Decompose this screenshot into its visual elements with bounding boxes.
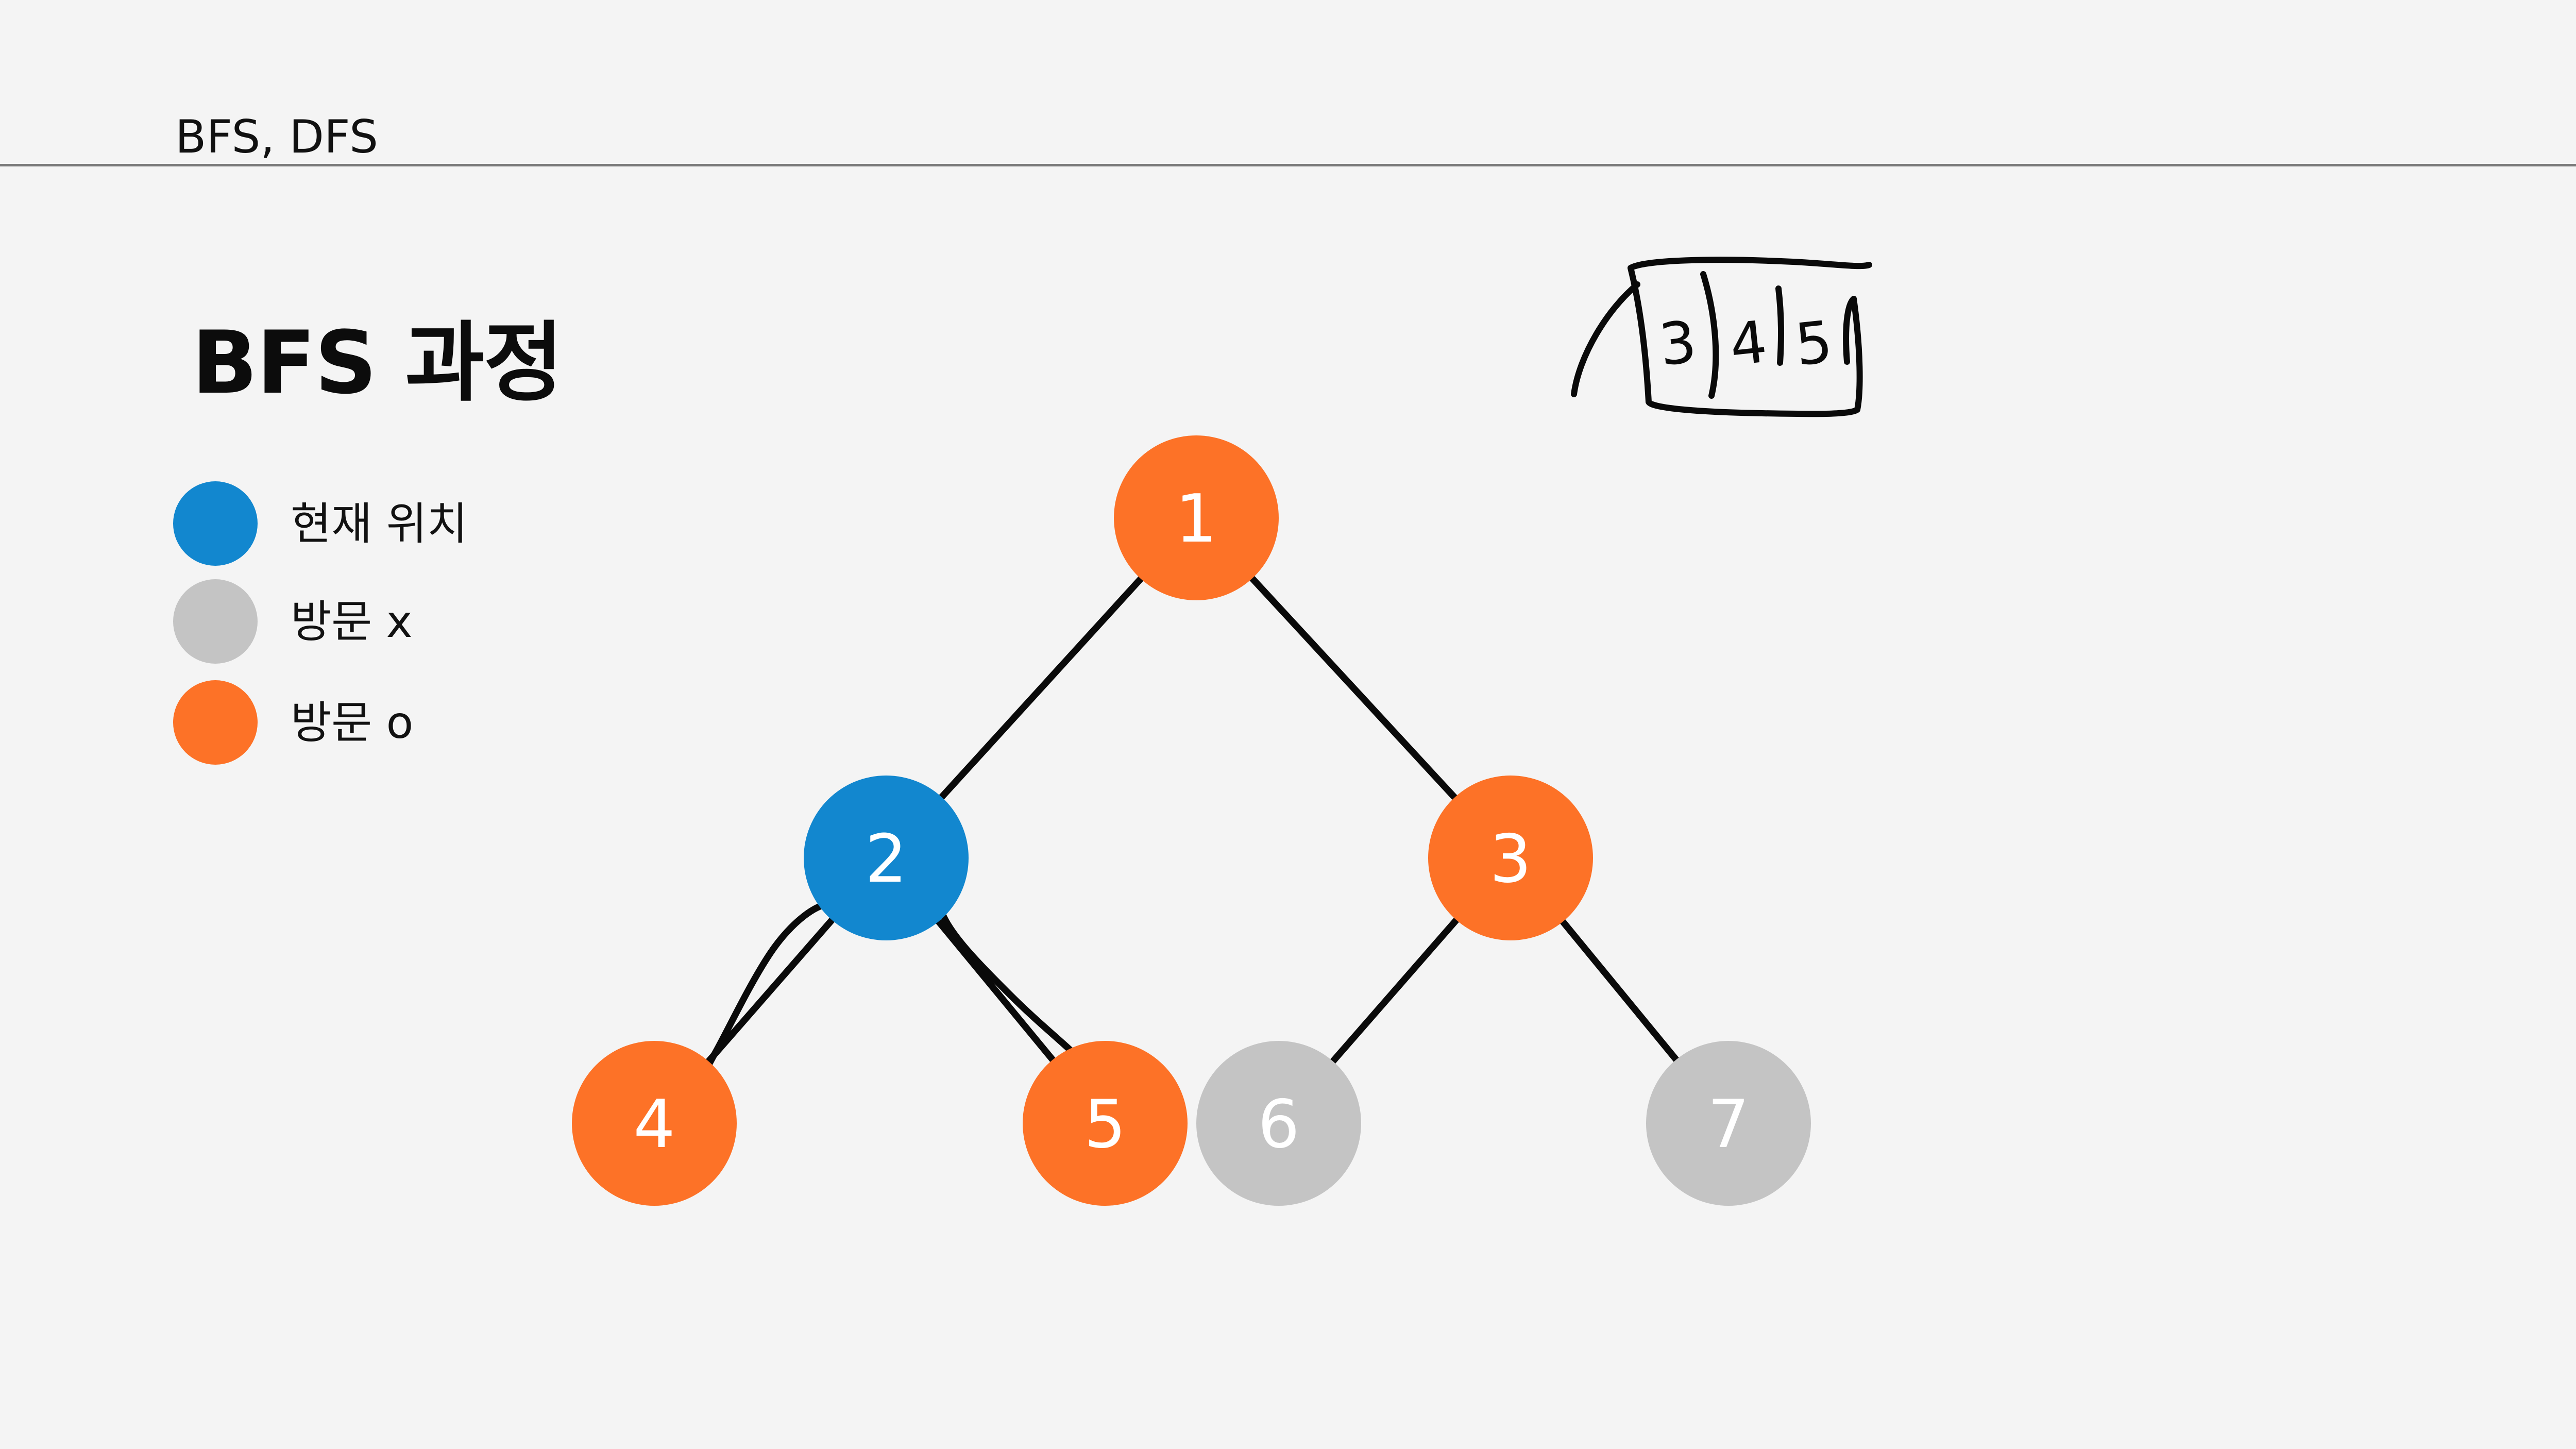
node-label-7: 7 [1707,1086,1749,1163]
tree-node-7: 7 [1646,1041,1811,1206]
queue-sketch-digit: 4 [1726,309,1770,379]
node-circle-3 [1428,776,1593,940]
queue-sketch-hook [1571,281,1640,397]
queue-sketch-box [1628,257,1872,417]
tree-node-4: 4 [572,1041,737,1206]
queue-sketch-divider-3 [1843,296,1857,365]
tree-node-5: 5 [1023,1041,1188,1206]
node-circle-1 [1114,435,1279,600]
legend-dot-unvisited [173,579,258,664]
node-label-4: 4 [633,1086,675,1163]
node-circle-6 [1196,1041,1361,1206]
queue-sketch-divider-2 [1775,285,1784,366]
queue-sketch-digit: 3 [1656,309,1699,379]
header-divider [0,164,2576,166]
tree-node-2: 2 [804,776,969,940]
queue-sketch-digit: 5 [1792,309,1835,379]
legend-label-unvisited: 방문 x [291,596,413,648]
node-label-6: 6 [1258,1086,1299,1163]
page-title: BFS 과정 [192,312,563,413]
header-title: BFS, DFS [175,110,378,163]
handwritten-annotations [669,257,1872,1119]
legend-label-current: 현재 위치 [291,498,468,550]
node-label-1: 1 [1175,481,1217,558]
tree-nodes: 1 2 3 4 5 6 7 [572,435,1811,1206]
node-label-3: 3 [1489,821,1531,898]
node-circle-7 [1646,1041,1811,1206]
legend-label-visited: 방문 o [291,697,414,749]
node-circle-5 [1023,1041,1188,1206]
tree-node-3: 3 [1428,776,1593,940]
node-label-5: 5 [1084,1086,1126,1163]
tree-node-6: 6 [1196,1041,1361,1206]
legend-dot-visited [173,680,258,765]
node-circle-4 [572,1041,737,1206]
node-label-2: 2 [865,821,907,898]
node-circle-2 [804,776,969,940]
queue-sketch-divider-1 [1700,271,1719,399]
legend-dot-current [173,481,258,566]
tree-node-1: 1 [1114,435,1279,600]
